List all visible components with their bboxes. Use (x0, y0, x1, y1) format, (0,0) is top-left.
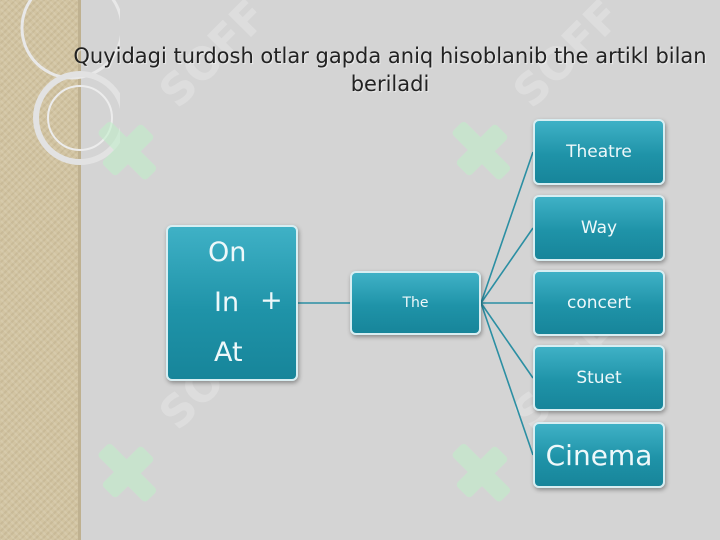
decorative-circles (20, 0, 120, 165)
connector-line (480, 302, 534, 379)
connector-line (480, 302, 534, 456)
noun-box-concert: concert (533, 270, 665, 336)
prepositions-box: On In + At (166, 225, 298, 381)
noun-box-cinema: Cinema (533, 422, 665, 488)
plus-sign: + (260, 285, 283, 316)
noun-box-way: Way (533, 195, 665, 261)
connector-line (480, 227, 534, 304)
noun-box-theatre: Theatre (533, 119, 665, 185)
slide-title: Quyidagi turdosh otlar gapda aniq hisobl… (73, 44, 707, 96)
noun-box-stuet: Stuet (533, 345, 665, 411)
article-box: The (350, 271, 481, 335)
connector-line (480, 151, 534, 304)
preposition-at: At (214, 337, 243, 368)
preposition-on: On (208, 237, 247, 268)
side-strip-edge (78, 0, 81, 540)
preposition-in: In (214, 287, 240, 318)
